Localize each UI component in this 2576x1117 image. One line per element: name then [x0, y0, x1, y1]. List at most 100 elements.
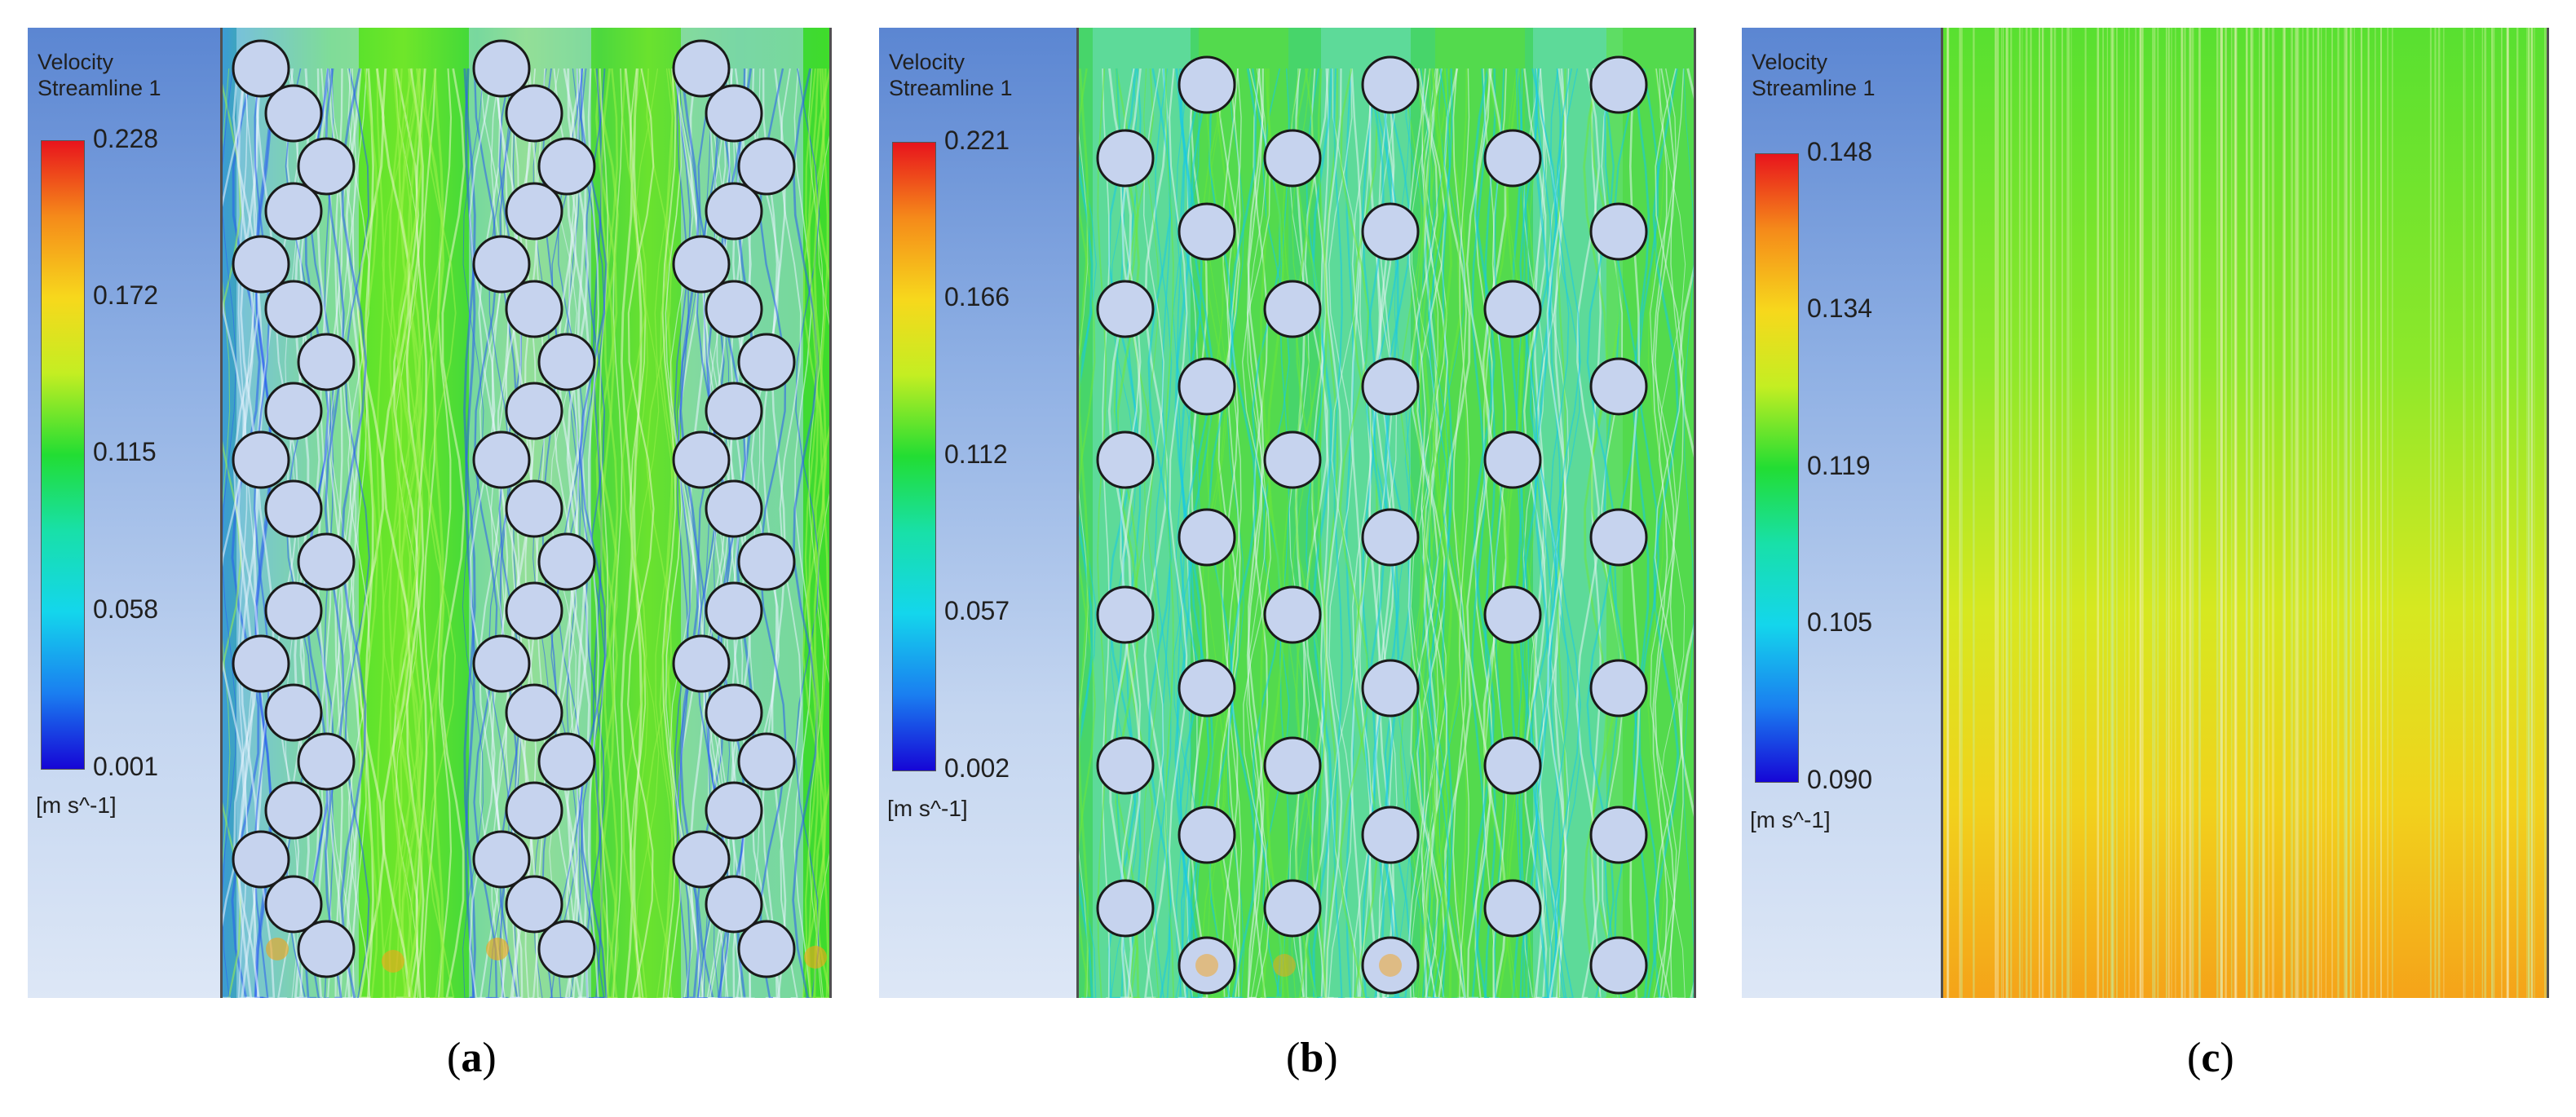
cylinder [705, 781, 763, 840]
streamline [432, 68, 444, 998]
streamline [1557, 68, 1581, 998]
streamline [347, 68, 371, 998]
legend-tick: 0.119 [1807, 451, 1871, 480]
streamline [1419, 68, 1434, 998]
streamline [1482, 68, 1496, 998]
streamline [1438, 68, 1466, 998]
cylinder [505, 479, 563, 538]
legend-tick: 0.221 [944, 126, 1010, 155]
cylinder [1263, 879, 1322, 938]
domain-edge [1076, 28, 1079, 998]
streamline [1164, 68, 1174, 998]
streamline [405, 68, 425, 998]
cylinder [264, 84, 323, 143]
hotspot [1195, 954, 1218, 977]
cylinder [264, 781, 323, 840]
streamline [220, 68, 246, 998]
streamline [665, 68, 683, 998]
legend-tick: 0.002 [944, 753, 1010, 783]
caption-letter-c: c [2201, 1035, 2220, 1081]
legend-tick: 0.112 [944, 439, 1008, 469]
cylinder [1096, 129, 1155, 188]
streamline [1246, 68, 1268, 998]
streamline [1077, 68, 1089, 998]
streamline [1399, 68, 1423, 998]
panel-c: Velocity Streamline 1 0.148 0.134 0.119 … [1742, 28, 2549, 998]
streamline [1154, 68, 1173, 998]
streamline [592, 68, 619, 998]
cylinder [1589, 202, 1648, 261]
legend-tick: 0.148 [1807, 137, 1873, 166]
cylinder [1178, 357, 1236, 416]
cylinder [505, 280, 563, 338]
cylinder [232, 39, 290, 98]
streamline [599, 68, 609, 998]
streamline [1241, 68, 1272, 998]
cylinder [264, 382, 323, 440]
cylinder [1178, 55, 1236, 114]
domain-edge [1694, 28, 1696, 998]
cylinder [1178, 202, 1236, 261]
flow-field-b [1076, 28, 1696, 998]
cylinder [1096, 879, 1155, 938]
cylinder [297, 137, 356, 196]
legend-tick: 0.228 [93, 124, 159, 153]
streamline [1683, 68, 1695, 998]
streamline [1528, 68, 1548, 998]
cylinder [737, 732, 796, 791]
cylinder [472, 634, 531, 693]
cylinder [505, 581, 563, 640]
streamline [813, 68, 832, 998]
streamline [1526, 68, 1540, 998]
streamline [1142, 68, 1164, 998]
cylinder [297, 920, 356, 978]
cylinder [705, 875, 763, 934]
streamline [1421, 68, 1439, 998]
legend-title-line1: Velocity [38, 50, 114, 74]
caption-letter-b: b [1300, 1035, 1324, 1081]
streamline [1229, 68, 1258, 998]
cylinder [1361, 357, 1420, 416]
caption-letter-a: a [461, 1035, 483, 1081]
streamline [463, 68, 476, 998]
cylinder [505, 781, 563, 840]
cylinder [264, 875, 323, 934]
panel-a: Velocity Streamline 1 0.228 0.172 0.115 … [28, 28, 832, 998]
cylinder [232, 634, 290, 693]
legend-title-a: Velocity Streamline 1 [38, 49, 161, 101]
cylinder [1263, 736, 1322, 795]
cylinder [1263, 585, 1322, 644]
streamline [231, 68, 261, 998]
cylinder [1096, 430, 1155, 489]
streamline [1227, 68, 1241, 998]
domain-edge [1941, 28, 1943, 998]
cylinder [472, 830, 531, 889]
legend-panel-a: Velocity Streamline 1 0.228 0.172 0.115 … [28, 28, 222, 998]
cylinder [297, 732, 356, 791]
streamline [232, 68, 261, 998]
caption-b: (b) [1286, 1035, 1338, 1081]
cylinder [1483, 879, 1542, 938]
streamline [630, 68, 649, 998]
streamline [344, 68, 370, 998]
streamline [1266, 68, 1284, 998]
cylinder [737, 920, 796, 978]
hotspot [486, 938, 509, 960]
streamline [1339, 68, 1370, 998]
cylinder [1178, 806, 1236, 864]
colorbar-b [892, 142, 936, 771]
cylinder [472, 430, 531, 489]
cylinder [672, 39, 731, 98]
cylinder [1361, 55, 1420, 114]
cylinder [505, 683, 563, 742]
streamline [661, 68, 677, 998]
cylinder [537, 532, 596, 591]
legend-tick: 0.172 [93, 280, 159, 310]
cylinder [1483, 280, 1542, 338]
streamline [1246, 68, 1263, 998]
hotspot [804, 946, 827, 969]
colorbar-c [1755, 153, 1799, 783]
domain-edge [220, 28, 223, 998]
legend-title-c: Velocity Streamline 1 [1752, 49, 1876, 101]
legend-tick: 0.001 [93, 752, 159, 781]
